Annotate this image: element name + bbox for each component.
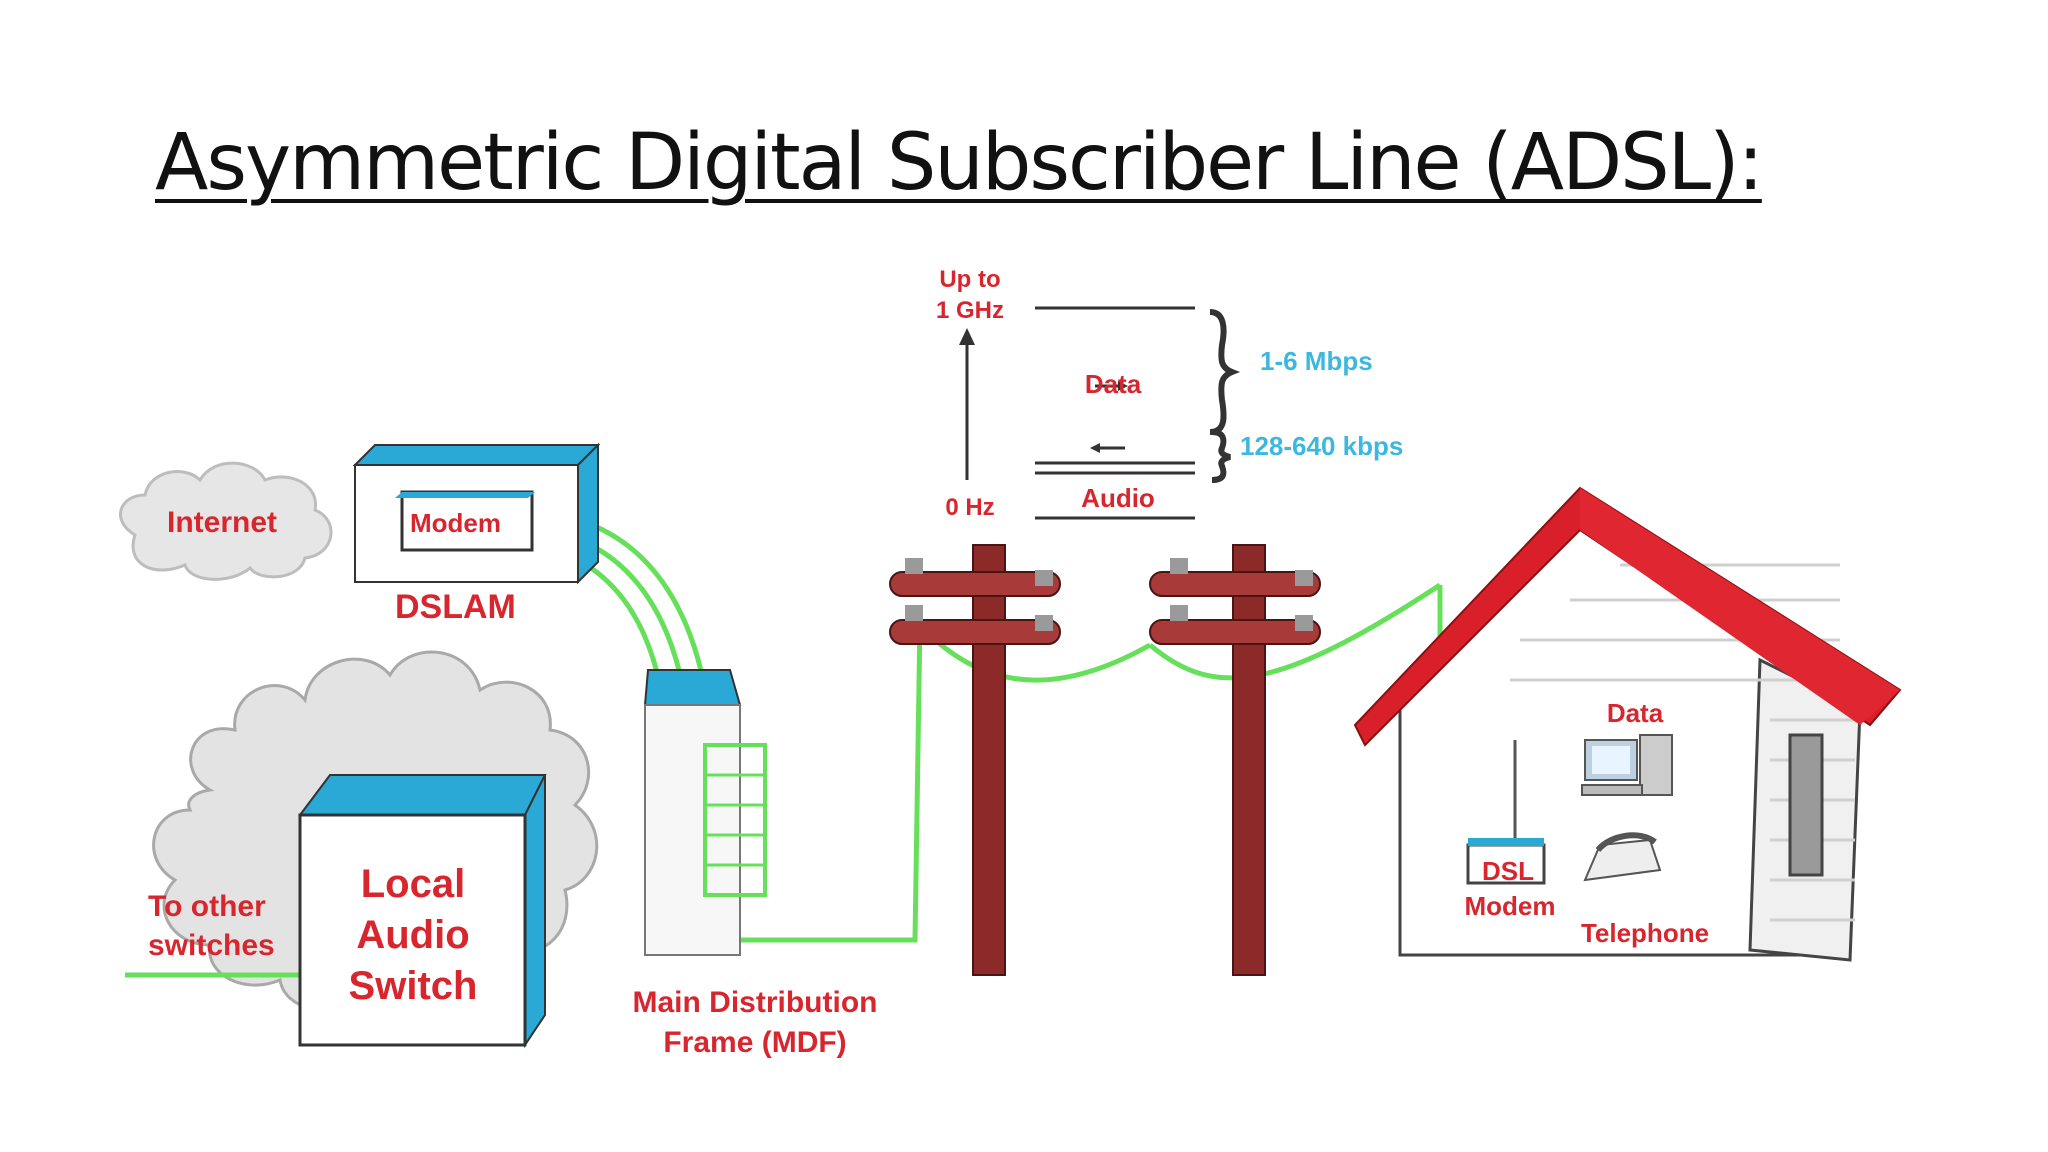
dsl-modem-box	[1466, 740, 1546, 885]
dslam-modem-label: Modem	[410, 508, 501, 538]
switch-label-line-3: Switch	[349, 964, 478, 1008]
spectrum-top-label-line-1: Up to	[939, 266, 1000, 293]
mdf-label-line-1: Main Distribution	[633, 986, 878, 1019]
spectrum-bottom-label: 0 Hz	[945, 494, 994, 521]
spectrum-data-label: Data	[1085, 369, 1142, 399]
dslam-box	[352, 442, 601, 585]
dsl-modem-label-line-2: Modem	[1465, 891, 1556, 921]
dslam-label: DSLAM	[395, 588, 516, 626]
spectrum-top-label-line-2: 1 GHz	[936, 297, 1004, 324]
telephone-pole-2	[1149, 544, 1321, 976]
page-title: Asymmetric Digital Subscriber Line (ADSL…	[155, 118, 1764, 208]
switch-label-line-2: Audio	[356, 913, 469, 957]
other-switches-label-line-1: To other	[148, 890, 266, 923]
spectrum-audio-label: Audio	[1081, 483, 1155, 513]
mdf-rack	[643, 669, 767, 956]
mdf-label-line-2: Frame (MDF)	[663, 1026, 846, 1059]
dslam-modem-box	[395, 492, 535, 498]
telephone-pole-1	[889, 544, 1061, 976]
frequency-spectrum	[959, 306, 1241, 520]
local-audio-switch-box	[298, 774, 547, 1049]
upstream-rate-label: 128-640 kbps	[1240, 431, 1403, 461]
telephone-label: Telephone	[1581, 918, 1709, 948]
telephone-icon	[1583, 832, 1662, 882]
downstream-rate-label: 1-6 Mbps	[1260, 346, 1373, 376]
computer-icon	[1581, 734, 1673, 796]
switch-label-line-1: Local	[361, 862, 465, 906]
dsl-modem-label-line-1: DSL	[1482, 856, 1534, 886]
internet-cloud	[119, 461, 333, 581]
internet-label: Internet	[167, 506, 277, 539]
other-switches-label-line-2: switches	[148, 929, 275, 962]
house-data-label: Data	[1607, 698, 1664, 728]
